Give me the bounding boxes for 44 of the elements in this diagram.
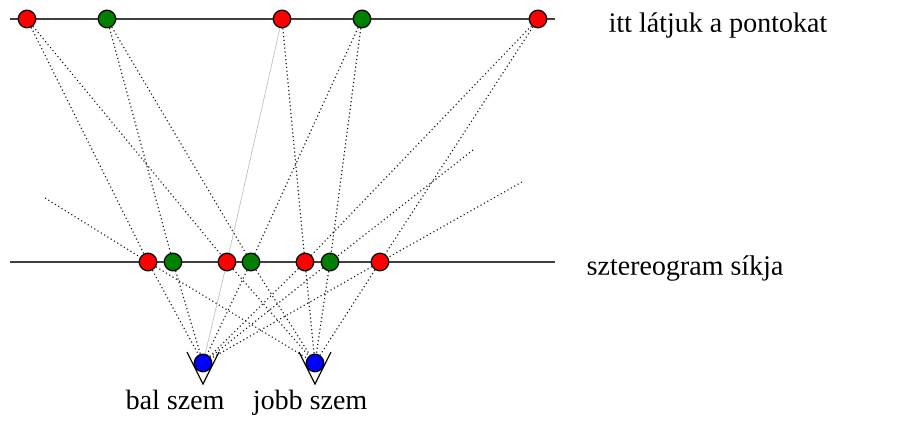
sight-line [384,26,534,254]
sight-line [330,28,362,253]
sight-line [232,268,310,356]
sight-line [30,27,144,254]
eye-drawing: bal szem [126,352,224,410]
dot [352,10,372,28]
sight-line [156,266,308,359]
sight-line [256,270,311,356]
dot [296,252,314,272]
dot [18,10,36,28]
dot [98,10,116,28]
dot [138,252,158,272]
dot [218,252,236,272]
sight-line [320,270,376,356]
sight-line [210,267,324,358]
dot [320,252,340,272]
sight-line [210,266,372,359]
sight-line [336,150,474,257]
dot [528,10,548,28]
sight-line [108,28,172,254]
sight-line [32,26,222,256]
sight-line [282,28,305,253]
sight-line [44,198,140,258]
line-label: sztereogram síkja [588,255,783,281]
sight-line [152,270,200,356]
dot [370,252,390,272]
node-label: jobb szem [252,390,367,415]
sight-line [209,268,299,357]
dot [242,252,260,272]
dot [164,252,182,272]
node-label: bal szem [126,390,224,410]
line-label: itt látjuk a pontokat [609,12,827,38]
sight-line [204,270,226,354]
sight-line [305,271,315,354]
sight-line [316,271,330,354]
sight-line [111,26,247,254]
sight-line [388,181,522,258]
sight-line [206,270,248,355]
sight-line [175,270,201,354]
sight-line [311,25,532,256]
dot [272,10,292,28]
eye-drawing: jobb szem [252,352,367,415]
sight-line [254,27,359,254]
sight-line [228,28,280,254]
